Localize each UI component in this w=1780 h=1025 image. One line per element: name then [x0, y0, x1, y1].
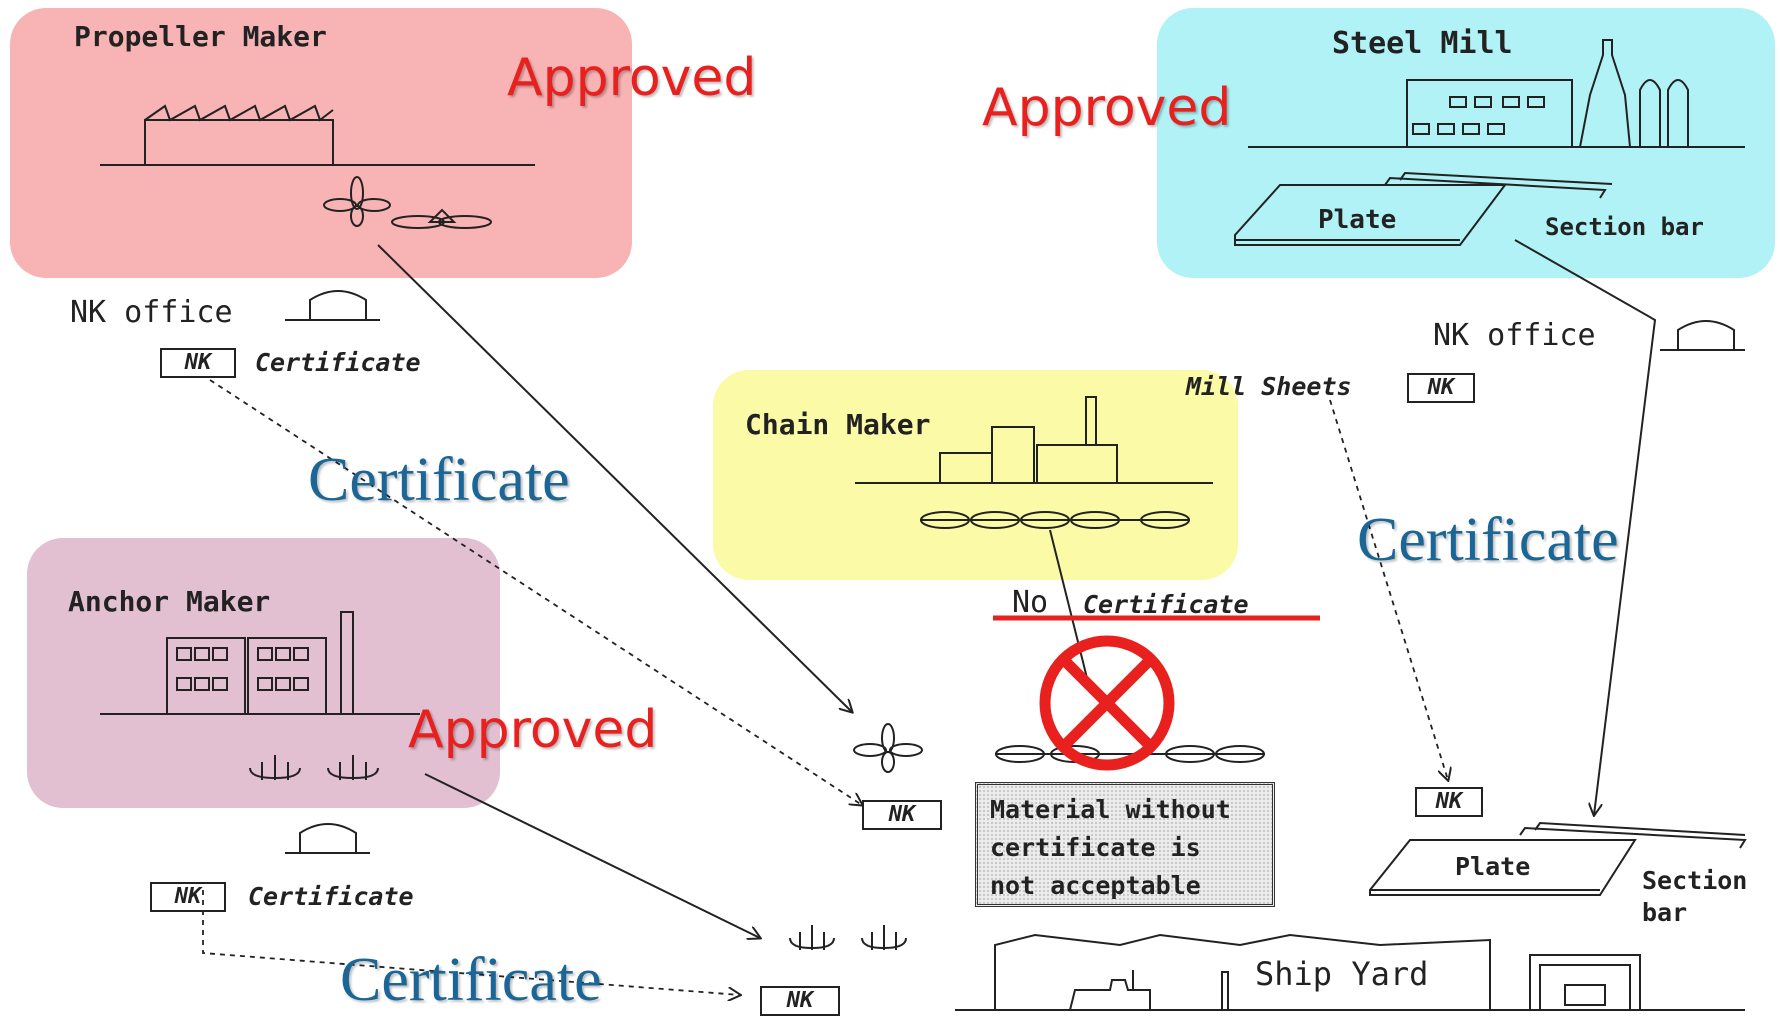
- certificate-flow-label-right: Certificate: [1357, 506, 1619, 574]
- rejected-icon: [1039, 635, 1175, 771]
- notice-line-3: not acceptable: [990, 871, 1201, 900]
- yard-bar-label: bar: [1642, 898, 1688, 927]
- steel-mill-panel: [1157, 8, 1775, 278]
- yard-propeller-icon: [853, 723, 923, 773]
- steel-mill-icon: [1234, 39, 1745, 246]
- chain-maker-title: Chain Maker: [745, 408, 931, 441]
- certificate-label: Certificate: [248, 882, 414, 911]
- propeller-maker-panel: [10, 8, 632, 278]
- steel-mill-title: Steel Mill: [1332, 26, 1513, 61]
- chain-factory-icon: [855, 396, 1213, 484]
- nk-office-right-label: NK office: [1433, 318, 1596, 353]
- ship-yard-label: Ship Yard: [1255, 955, 1429, 993]
- steel-approved-label: Approved: [982, 78, 1232, 138]
- propeller-factory-icon: [100, 104, 535, 166]
- yard-section-label: Section: [1642, 866, 1748, 895]
- yard-plate-icon: [1369, 821, 1747, 896]
- notice-line-1: Material without: [990, 795, 1231, 824]
- anchor-maker-title: Anchor Maker: [68, 585, 271, 618]
- anchor-maker-panel: [27, 538, 500, 808]
- steel-section-bar-label: Section bar: [1545, 213, 1704, 241]
- nk-badge: NK: [1407, 373, 1475, 403]
- certificate-label: Certificate: [255, 348, 421, 377]
- nk-badge: NK: [1415, 787, 1483, 817]
- nk-badge: NK: [760, 986, 840, 1016]
- chain-icon: [920, 511, 1190, 529]
- propeller-maker-title: Propeller Maker: [74, 20, 327, 53]
- no-certificate-no-label: No: [1012, 585, 1049, 620]
- chain-maker-panel: [713, 370, 1238, 580]
- nk-office-left-label: NK office: [70, 295, 233, 330]
- yard-chain-icon: [995, 745, 1265, 763]
- certificate-flow-label-left: Certificate: [308, 446, 570, 514]
- nk-badge: NK: [862, 800, 942, 830]
- yard-plate-label: Plate: [1455, 852, 1531, 881]
- material-notice-box: Material without certificate is not acce…: [975, 782, 1275, 907]
- propeller-icon: [323, 176, 492, 229]
- mill-sheets-label: Mill Sheets: [1186, 372, 1352, 401]
- steel-plate-label: Plate: [1318, 205, 1397, 235]
- nk-office-building-icons: [285, 290, 1745, 854]
- propeller-approved-label: Approved: [507, 48, 757, 108]
- certificate-flow-label-bottom: Certificate: [340, 946, 602, 1014]
- no-certificate-label: Certificate: [1083, 590, 1249, 619]
- ship-yard-icon: [955, 933, 1745, 1011]
- anchor-icons: [249, 755, 907, 950]
- anchor-factory-icon: [100, 611, 420, 715]
- notice-line-2: certificate is: [990, 833, 1201, 862]
- nk-badge: NK: [160, 348, 236, 378]
- anchor-approved-label: Approved: [408, 700, 658, 760]
- solid-flow-arrows: [377, 239, 1657, 938]
- nk-badge: NK: [150, 882, 226, 912]
